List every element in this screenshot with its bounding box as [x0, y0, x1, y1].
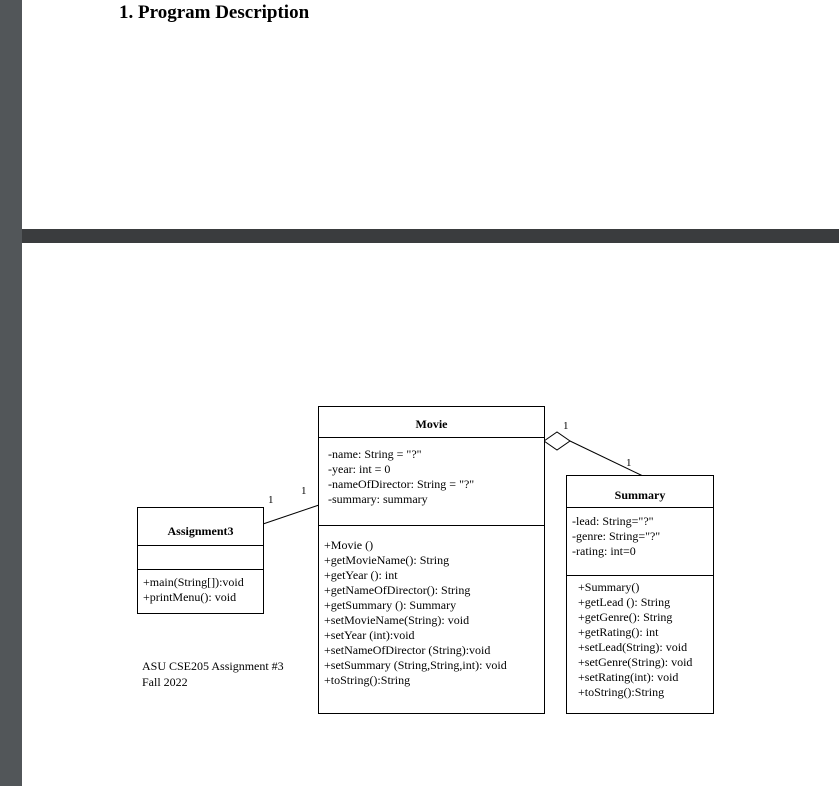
assignment3-methods: +main(String[]):void +printMenu(): void [143, 575, 244, 605]
multiplicity-movie-aggr: 1 [563, 420, 569, 432]
class-summary: Summary -lead: String="?" -genre: String… [566, 475, 714, 714]
movie-methods: +Movie () +getMovieName(): String +getYe… [324, 538, 507, 688]
attribute: -summary: summary [328, 492, 428, 506]
attribute: -lead: String="?" [572, 514, 654, 528]
class-name-assignment3: Assignment3 [167, 524, 234, 538]
method: +toString():String [578, 685, 665, 699]
note-line: ASU CSE205 Assignment #3 [142, 659, 284, 673]
class-name-summary: Summary [614, 488, 666, 502]
uml-connectors [262, 431, 646, 525]
association-line [262, 504, 320, 525]
method: +printMenu(): void [143, 590, 237, 604]
pdf-page-2: Movie -name: String = "?" -year: int = 0… [22, 243, 839, 786]
method: +setNameOfDirector (String):void [324, 643, 491, 657]
multiplicity-movie-assoc: 1 [301, 485, 307, 497]
class-divider [138, 569, 263, 570]
class-divider [319, 525, 544, 526]
note-line: Fall 2022 [142, 675, 188, 689]
method: +getSummary (): Summary [324, 598, 457, 612]
class-divider [138, 545, 263, 546]
method: +getGenre(): String [578, 610, 673, 624]
method: +main(String[]):void [143, 575, 244, 589]
summary-methods: +Summary() +getLead (): String +getGenre… [578, 580, 692, 700]
class-divider [319, 437, 544, 438]
section-heading: 1. Program Description [119, 2, 310, 23]
method: +getYear (): int [324, 568, 398, 582]
multiplicity-assignment: 1 [268, 494, 274, 506]
summary-attributes: -lead: String="?" -genre: String="?" -ra… [572, 514, 660, 559]
class-name-movie: Movie [415, 417, 448, 431]
multiplicity-summary: 1 [626, 457, 632, 469]
pdf-page-1: 1. Program Description [22, 0, 839, 229]
attribute: -nameOfDirector: String = "?" [328, 477, 475, 491]
attribute: -name: String = "?" [328, 447, 422, 461]
method: +setMovieName(String): void [324, 613, 470, 627]
attribute: -rating: int=0 [572, 544, 636, 558]
attribute: -genre: String="?" [572, 529, 661, 543]
method: +getMovieName(): String [324, 553, 450, 567]
class-divider [567, 507, 713, 508]
method: +toString():String [324, 673, 411, 687]
class-movie: Movie -name: String = "?" -year: int = 0… [318, 406, 545, 714]
page-gap [22, 229, 839, 243]
assignment-note: ASU CSE205 Assignment #3 Fall 2022 [142, 658, 284, 690]
class-assignment3: Assignment3 +main(String[]):void +printM… [137, 507, 264, 614]
method: +getNameOfDirector(): String [324, 583, 471, 597]
method: +getLead (): String [578, 595, 671, 609]
method: +Summary() [578, 580, 640, 594]
method: +setGenre(String): void [578, 655, 693, 669]
movie-attributes: -name: String = "?" -year: int = 0 -name… [328, 447, 474, 507]
method: +getRating(): int [578, 625, 659, 639]
aggregation-diamond [543, 431, 571, 451]
class-divider [567, 575, 713, 576]
method: +setSummary (String,String,int): void [324, 658, 507, 672]
method: +setLead(String): void [578, 640, 688, 654]
method: +Movie () [324, 538, 374, 552]
attribute: -year: int = 0 [328, 462, 391, 476]
method: +setRating(int): void [578, 670, 679, 684]
aggregation-line [569, 440, 646, 478]
method: +setYear (int):void [324, 628, 415, 642]
